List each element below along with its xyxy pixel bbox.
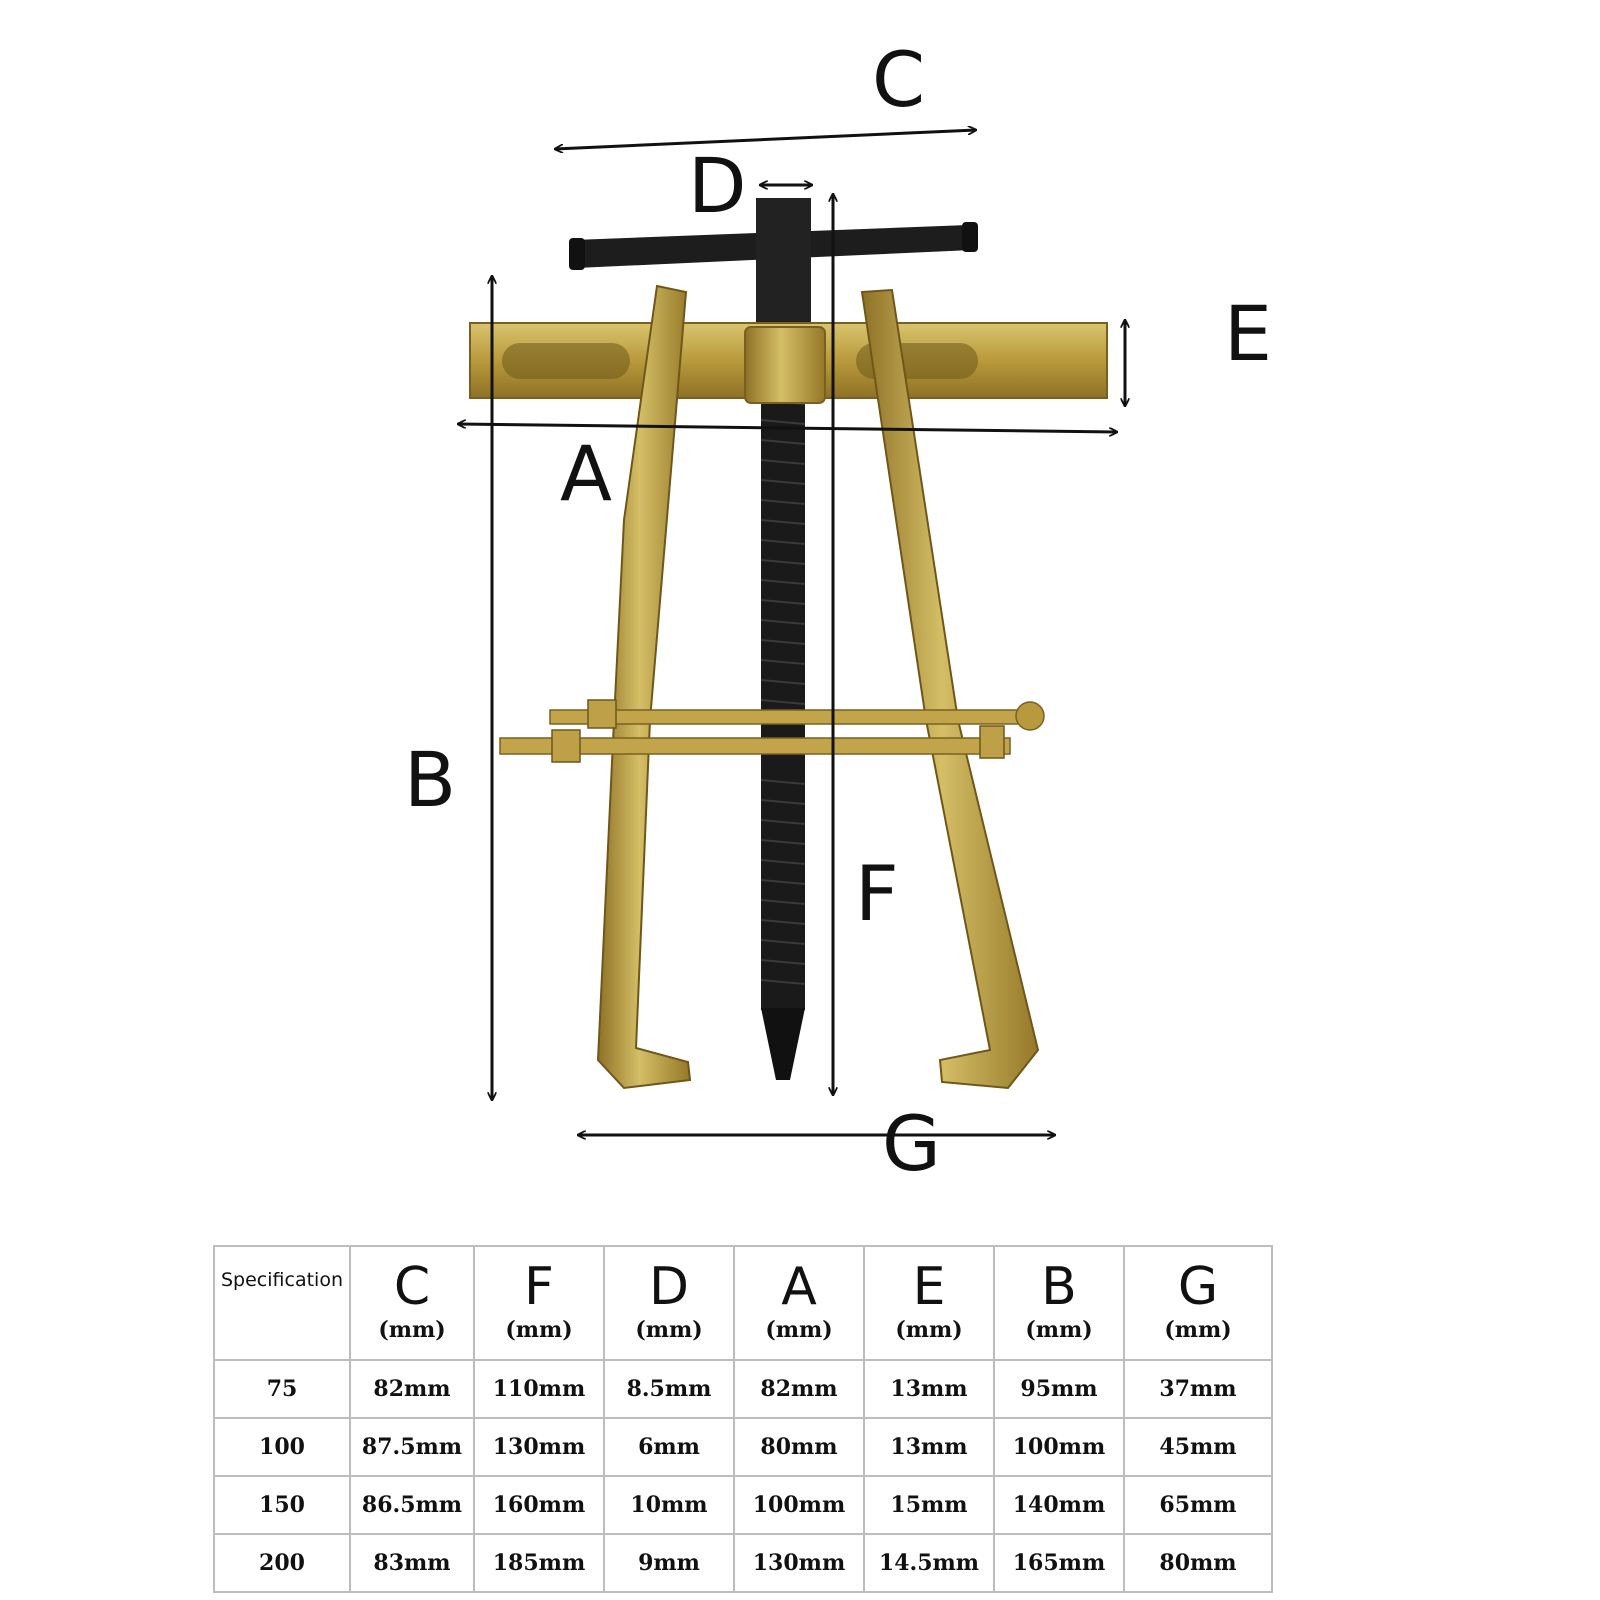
value-cell: 140mm xyxy=(993,1475,1125,1535)
header-b: B(mm) xyxy=(993,1245,1125,1361)
gear-puller-illustration xyxy=(469,198,1108,1090)
value-cell: 13mm xyxy=(863,1417,995,1477)
dimension-label-g: G xyxy=(882,1099,941,1188)
dimension-label-d: D xyxy=(688,141,747,230)
value-cell: 185mm xyxy=(473,1533,605,1593)
spec-cell: 200 xyxy=(213,1533,351,1593)
dimension-label-a: A xyxy=(560,429,612,518)
right-jaw xyxy=(860,288,1040,1090)
value-cell: 80mm xyxy=(1123,1533,1273,1593)
value-cell: 100mm xyxy=(733,1475,865,1535)
value-cell: 82mm xyxy=(349,1359,475,1419)
header-g: G(mm) xyxy=(1123,1245,1273,1361)
screw-tip xyxy=(761,1008,805,1080)
dimension-a-arrow xyxy=(458,424,1117,432)
center-block xyxy=(744,326,826,404)
value-cell: 165mm xyxy=(993,1533,1125,1593)
table-row: 150 86.5mm 160mm 10mm 100mm 15mm 140mm 6… xyxy=(213,1475,1273,1535)
dimension-label-c: C xyxy=(872,35,925,124)
value-cell: 82mm xyxy=(733,1359,865,1419)
header-a: A(mm) xyxy=(733,1245,865,1361)
header-f: F(mm) xyxy=(473,1245,605,1361)
header-c: C(mm) xyxy=(349,1245,475,1361)
value-cell: 100mm xyxy=(993,1417,1125,1477)
value-cell: 87.5mm xyxy=(349,1417,475,1477)
table-row: 75 82mm 110mm 8.5mm 82mm 13mm 95mm 37mm xyxy=(213,1359,1273,1419)
dimension-lines xyxy=(458,130,1125,1135)
dimension-label-f: F xyxy=(855,849,899,938)
value-cell: 130mm xyxy=(473,1417,605,1477)
value-cell: 8.5mm xyxy=(603,1359,735,1419)
spreader-bolt-lower xyxy=(499,737,1011,755)
value-cell: 160mm xyxy=(473,1475,605,1535)
table-row: 200 83mm 185mm 9mm 130mm 14.5mm 165mm 80… xyxy=(213,1533,1273,1593)
header-d: D(mm) xyxy=(603,1245,735,1361)
screw-top xyxy=(756,198,811,326)
value-cell: 110mm xyxy=(473,1359,605,1419)
value-cell: 6mm xyxy=(603,1417,735,1477)
value-cell: 86.5mm xyxy=(349,1475,475,1535)
left-jaw xyxy=(596,284,692,1090)
dimension-c-arrow xyxy=(555,130,976,149)
header-e: E(mm) xyxy=(863,1245,995,1361)
value-cell: 95mm xyxy=(993,1359,1125,1419)
specification-table: Specification C(mm) F(mm) D(mm) A(mm) E(… xyxy=(213,1245,1273,1593)
value-cell: 9mm xyxy=(603,1533,735,1593)
spec-cell: 75 xyxy=(213,1359,351,1419)
value-cell: 65mm xyxy=(1123,1475,1273,1535)
header-specification: Specification xyxy=(213,1245,351,1361)
value-cell: 10mm xyxy=(603,1475,735,1535)
table-row: 100 87.5mm 130mm 6mm 80mm 13mm 100mm 45m… xyxy=(213,1417,1273,1477)
table-header-row: Specification C(mm) F(mm) D(mm) A(mm) E(… xyxy=(213,1245,1273,1361)
value-cell: 130mm xyxy=(733,1533,865,1593)
value-cell: 14.5mm xyxy=(863,1533,995,1593)
spec-cell: 150 xyxy=(213,1475,351,1535)
spreader-bolt-upper xyxy=(549,709,1021,725)
puller-diagram: C D E A B F G xyxy=(404,35,1272,1188)
value-cell: 83mm xyxy=(349,1533,475,1593)
dimension-label-e: E xyxy=(1224,289,1272,378)
value-cell: 37mm xyxy=(1123,1359,1273,1419)
dimension-label-b: B xyxy=(404,735,456,824)
value-cell: 15mm xyxy=(863,1475,995,1535)
value-cell: 80mm xyxy=(733,1417,865,1477)
value-cell: 45mm xyxy=(1123,1417,1273,1477)
value-cell: 13mm xyxy=(863,1359,995,1419)
spec-cell: 100 xyxy=(213,1417,351,1477)
